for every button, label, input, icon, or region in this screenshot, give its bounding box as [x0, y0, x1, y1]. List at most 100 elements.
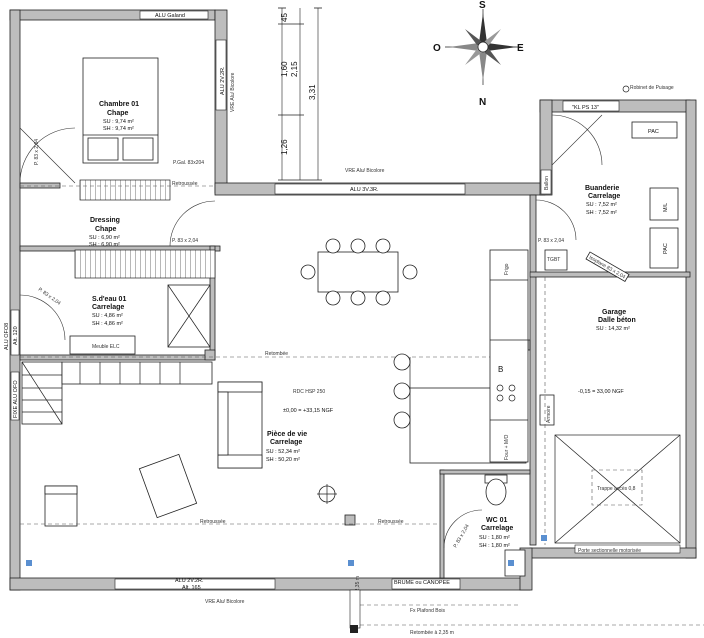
living-floor: Carrelage	[270, 439, 302, 446]
retombee-label: Retombée	[265, 351, 288, 357]
robinet-symbol	[622, 85, 630, 93]
floor-drain-left	[26, 560, 32, 566]
room-buanderie: PAC M/L PAC TGBT Ballon P. 83 x 2,04 Iso…	[535, 114, 679, 282]
room-chambre: Chambre 01 Chape SU : 9,74 m² SH : 9,74 …	[19, 57, 215, 201]
window-kl-ps: "KL PS 13"	[572, 105, 599, 111]
sdeau-door: P. 83 x 2,04	[37, 287, 62, 307]
room-living: Frigo Four + M/O B Retroussée Retroussée…	[20, 238, 529, 566]
tgbt-label: TGBT	[547, 257, 560, 263]
buanderie-su: SU : 7,52 m²	[586, 202, 617, 208]
sdeau-name: S.d'eau 01	[92, 296, 126, 303]
floor-drain-wc	[508, 560, 514, 566]
window-alu-2v2r-top: ALU 2V.2R.	[220, 66, 226, 95]
compass-bottom: N	[479, 97, 486, 108]
window-vre-vertical: VRE Alu/ Bicolore	[230, 72, 236, 112]
wc-sink	[504, 549, 526, 577]
window-alu-galand: ALU Galand	[155, 13, 185, 19]
stairs: Retombée	[20, 351, 530, 425]
floor-drain-mid	[348, 560, 354, 566]
room-dressing: Dressing Chape SU : 6,90 m² SH : 6,90 m²…	[74, 200, 216, 279]
window-alu-ofo8: ALU OFO8	[4, 323, 10, 350]
dim-126: 1,26	[280, 139, 289, 155]
window-alu-3v3r: ALU 3V.3R.	[350, 187, 379, 193]
living-name: Pièce de vie	[267, 431, 307, 438]
wc-name: WC 01	[486, 517, 508, 524]
chambre-name: Chambre 01	[99, 101, 139, 108]
fx-plafond: Fx Plafond Bois	[410, 608, 446, 614]
retombee-235: Retombée à 2,35 m	[410, 630, 454, 636]
window-vre-bottom: VRE Alu/ Bicolore	[205, 599, 245, 605]
window-openings	[10, 10, 681, 590]
dining-table	[317, 251, 399, 293]
vanity	[69, 335, 136, 355]
living-su: SU : 52,34 m²	[266, 449, 300, 455]
ballon-label: Ballon	[544, 176, 550, 190]
coffee-table	[138, 453, 198, 519]
armoire	[539, 394, 555, 426]
compass-left: O	[433, 43, 441, 54]
b-letter: B	[498, 365, 503, 374]
retroussee-bottom: Retroussée	[200, 519, 226, 525]
dressing-door: P. 83 x 2,04	[172, 238, 198, 244]
ml-label: M/L	[663, 203, 669, 212]
window-labels: ALU Galand ALU 2V.2R. VRE Alu/ Bicolore …	[4, 13, 674, 605]
four-label: Four + M/O	[504, 434, 510, 460]
level-main: ±0,00 = +33,15 NGF	[283, 408, 334, 414]
wardrobe-dressing	[74, 249, 216, 279]
frigo-label: Frigo	[504, 263, 510, 275]
sdeau-su: SU : 4,86 m²	[92, 313, 123, 319]
wc-door: P. 83 x 2,04	[453, 523, 471, 549]
dressing-su: SU : 6,90 m²	[89, 235, 120, 241]
trappe	[591, 469, 643, 506]
buanderie-sh: SH : 7,52 m²	[586, 210, 617, 216]
room-garage: Armoire Trappe accès 0,8 Garage Dalle bé…	[539, 277, 681, 545]
retroussee-bottom-2: Retroussée	[378, 519, 404, 525]
buanderie-name: Buanderie	[585, 185, 619, 192]
interior-walls	[19, 182, 691, 579]
dim-331: 3,31	[308, 84, 317, 100]
chambre-sh: SH : 9,74 m²	[103, 126, 134, 132]
window-porte-sectionnelle: Porte sectionnelle motorisée	[578, 548, 641, 554]
dim-160: 1,60	[280, 61, 289, 77]
buanderie-door: P. 83 x 2,04	[538, 238, 564, 244]
buanderie-floor: Carrelage	[588, 193, 620, 200]
window-brume-canopee: BRUME ou CANOPEE	[394, 580, 450, 586]
window-alt-165: Alt. 165	[182, 585, 201, 591]
sdeau-floor: Carrelage	[92, 304, 124, 311]
chambre-door: P. 83 x 2,04	[34, 139, 40, 165]
floor-drain-garage	[541, 535, 547, 541]
dressing-name: Dressing	[90, 217, 120, 224]
chambre-pgal: P.Gal. 83x204	[173, 160, 204, 166]
meuble-label: Meuble ELC	[92, 344, 120, 350]
compass-right: E	[517, 43, 524, 54]
window-alu-2v2r-bottom: ALU 2V.2R.	[175, 578, 204, 584]
pac2-label: PAC	[663, 243, 669, 254]
level-garage: -0,15 = 33,00 NGF	[578, 389, 624, 395]
window-vre-top: VRE Alu/ Bicolore	[345, 168, 385, 174]
pac1-label: PAC	[648, 129, 659, 135]
wc-su: SU : 1,80 m²	[479, 535, 510, 541]
robinet-label-1: Robinet de Puisage	[630, 85, 674, 91]
chambre-floor: Chape	[107, 110, 129, 117]
garage-su: SU : 14,32 m²	[596, 326, 630, 332]
dimension-line: 45 1,60 2,15 3,31 1,26	[278, 7, 322, 181]
wc-sh: SH : 1,80 m²	[479, 543, 510, 549]
room-wc: P. 83 x 2,04 WC 01 Carrelage SU : 1,80 m…	[443, 474, 526, 577]
compass: S E O N	[433, 0, 524, 108]
retroussee-top: Retroussée	[172, 181, 198, 187]
dressing-floor: Chape	[95, 226, 117, 233]
armoire-label: Armoire	[546, 405, 552, 423]
toilet	[485, 478, 507, 506]
kitchen-counter	[489, 249, 529, 463]
window-alt-120: Alt. 120	[13, 326, 19, 345]
dim-45: 45	[280, 13, 289, 22]
terrace: Fx Plafond Bois Retombée à 2,35 m Retomb…	[349, 576, 704, 636]
window-fixe-alu: FIXE ALU OFO	[13, 380, 19, 418]
rdc-hsp: RDC HSP 250	[293, 389, 325, 395]
chambre-su: SU : 9,74 m²	[103, 119, 134, 125]
dressing-sh: SH : 6,90 m²	[89, 242, 120, 248]
room-sdeau: Meuble ELC S.d'eau 01 Carrelage SU : 4,8…	[19, 284, 211, 355]
sdeau-sh: SH : 4,86 m²	[92, 321, 123, 327]
car-outline	[554, 434, 681, 544]
